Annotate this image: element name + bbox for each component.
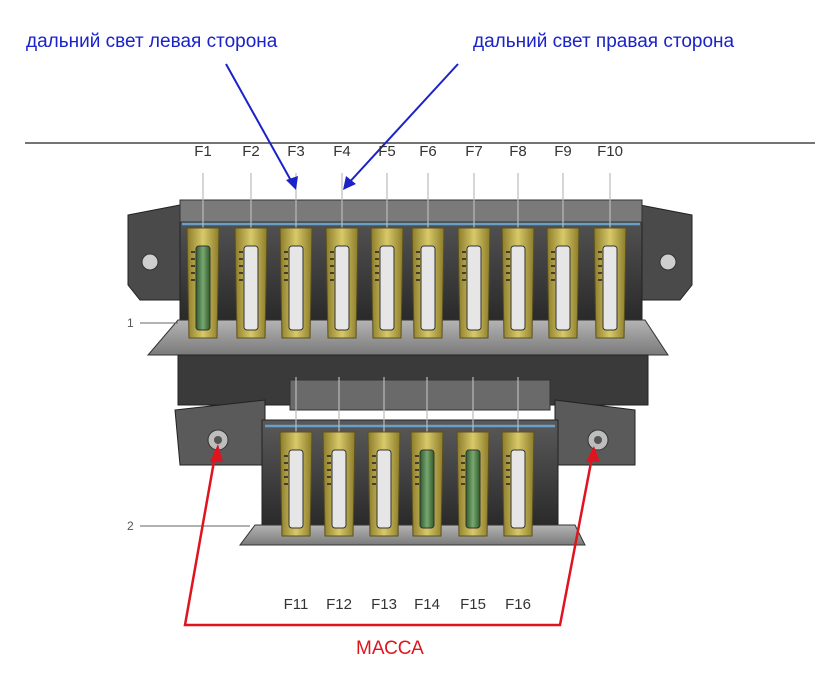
fuse-label-f4: F4	[333, 143, 351, 160]
fuse	[501, 377, 535, 537]
fuse-label-f16: F16	[505, 596, 531, 613]
bottom-fuse-row	[279, 377, 535, 537]
fuse	[546, 173, 580, 339]
fuse	[186, 173, 220, 339]
fuse	[322, 377, 356, 537]
row2-number: 2	[127, 519, 134, 533]
fuse	[370, 173, 404, 339]
fuse	[325, 173, 359, 339]
fuse	[501, 173, 535, 339]
fuse-label-f14: F14	[414, 596, 440, 613]
lower-fuse-block	[174, 399, 636, 546]
fuse-label-f1: F1	[194, 143, 212, 160]
fuse-label-f2: F2	[242, 143, 260, 160]
fuse	[367, 377, 401, 537]
fuse-label-f12: F12	[326, 596, 352, 613]
fuse-label-f15: F15	[460, 596, 486, 613]
fuse	[234, 173, 268, 339]
fuse-label-f8: F8	[509, 143, 527, 160]
ground-label: МАССА	[356, 638, 424, 659]
right-arrow	[345, 63, 459, 187]
fuse-label-f11: F11	[283, 596, 309, 613]
fuse-label-f5: F5	[378, 143, 396, 160]
fuse	[279, 173, 313, 339]
top-fuse-row	[186, 173, 627, 339]
fuse-label-f6: F6	[419, 143, 437, 160]
right-high-beam-label: дальний свет правая сторона	[473, 31, 735, 52]
fuse	[279, 377, 313, 537]
fuse	[456, 377, 490, 537]
ground-bracket	[183, 444, 600, 627]
fuse-label-f7: F7	[465, 143, 483, 160]
fuse-label-f13: F13	[371, 596, 397, 613]
row1-number: 1	[127, 316, 134, 330]
fuse	[410, 377, 444, 537]
blue-arrows	[225, 63, 459, 190]
fuse	[593, 173, 627, 339]
fuse-label-f10: F10	[597, 143, 623, 160]
fuse-label-f9: F9	[554, 143, 572, 160]
fuse	[411, 173, 445, 339]
fuse	[457, 173, 491, 339]
left-arrow	[225, 63, 295, 187]
fuse-label-f3: F3	[287, 143, 305, 160]
left-high-beam-label: дальний свет левая сторона	[26, 31, 278, 52]
